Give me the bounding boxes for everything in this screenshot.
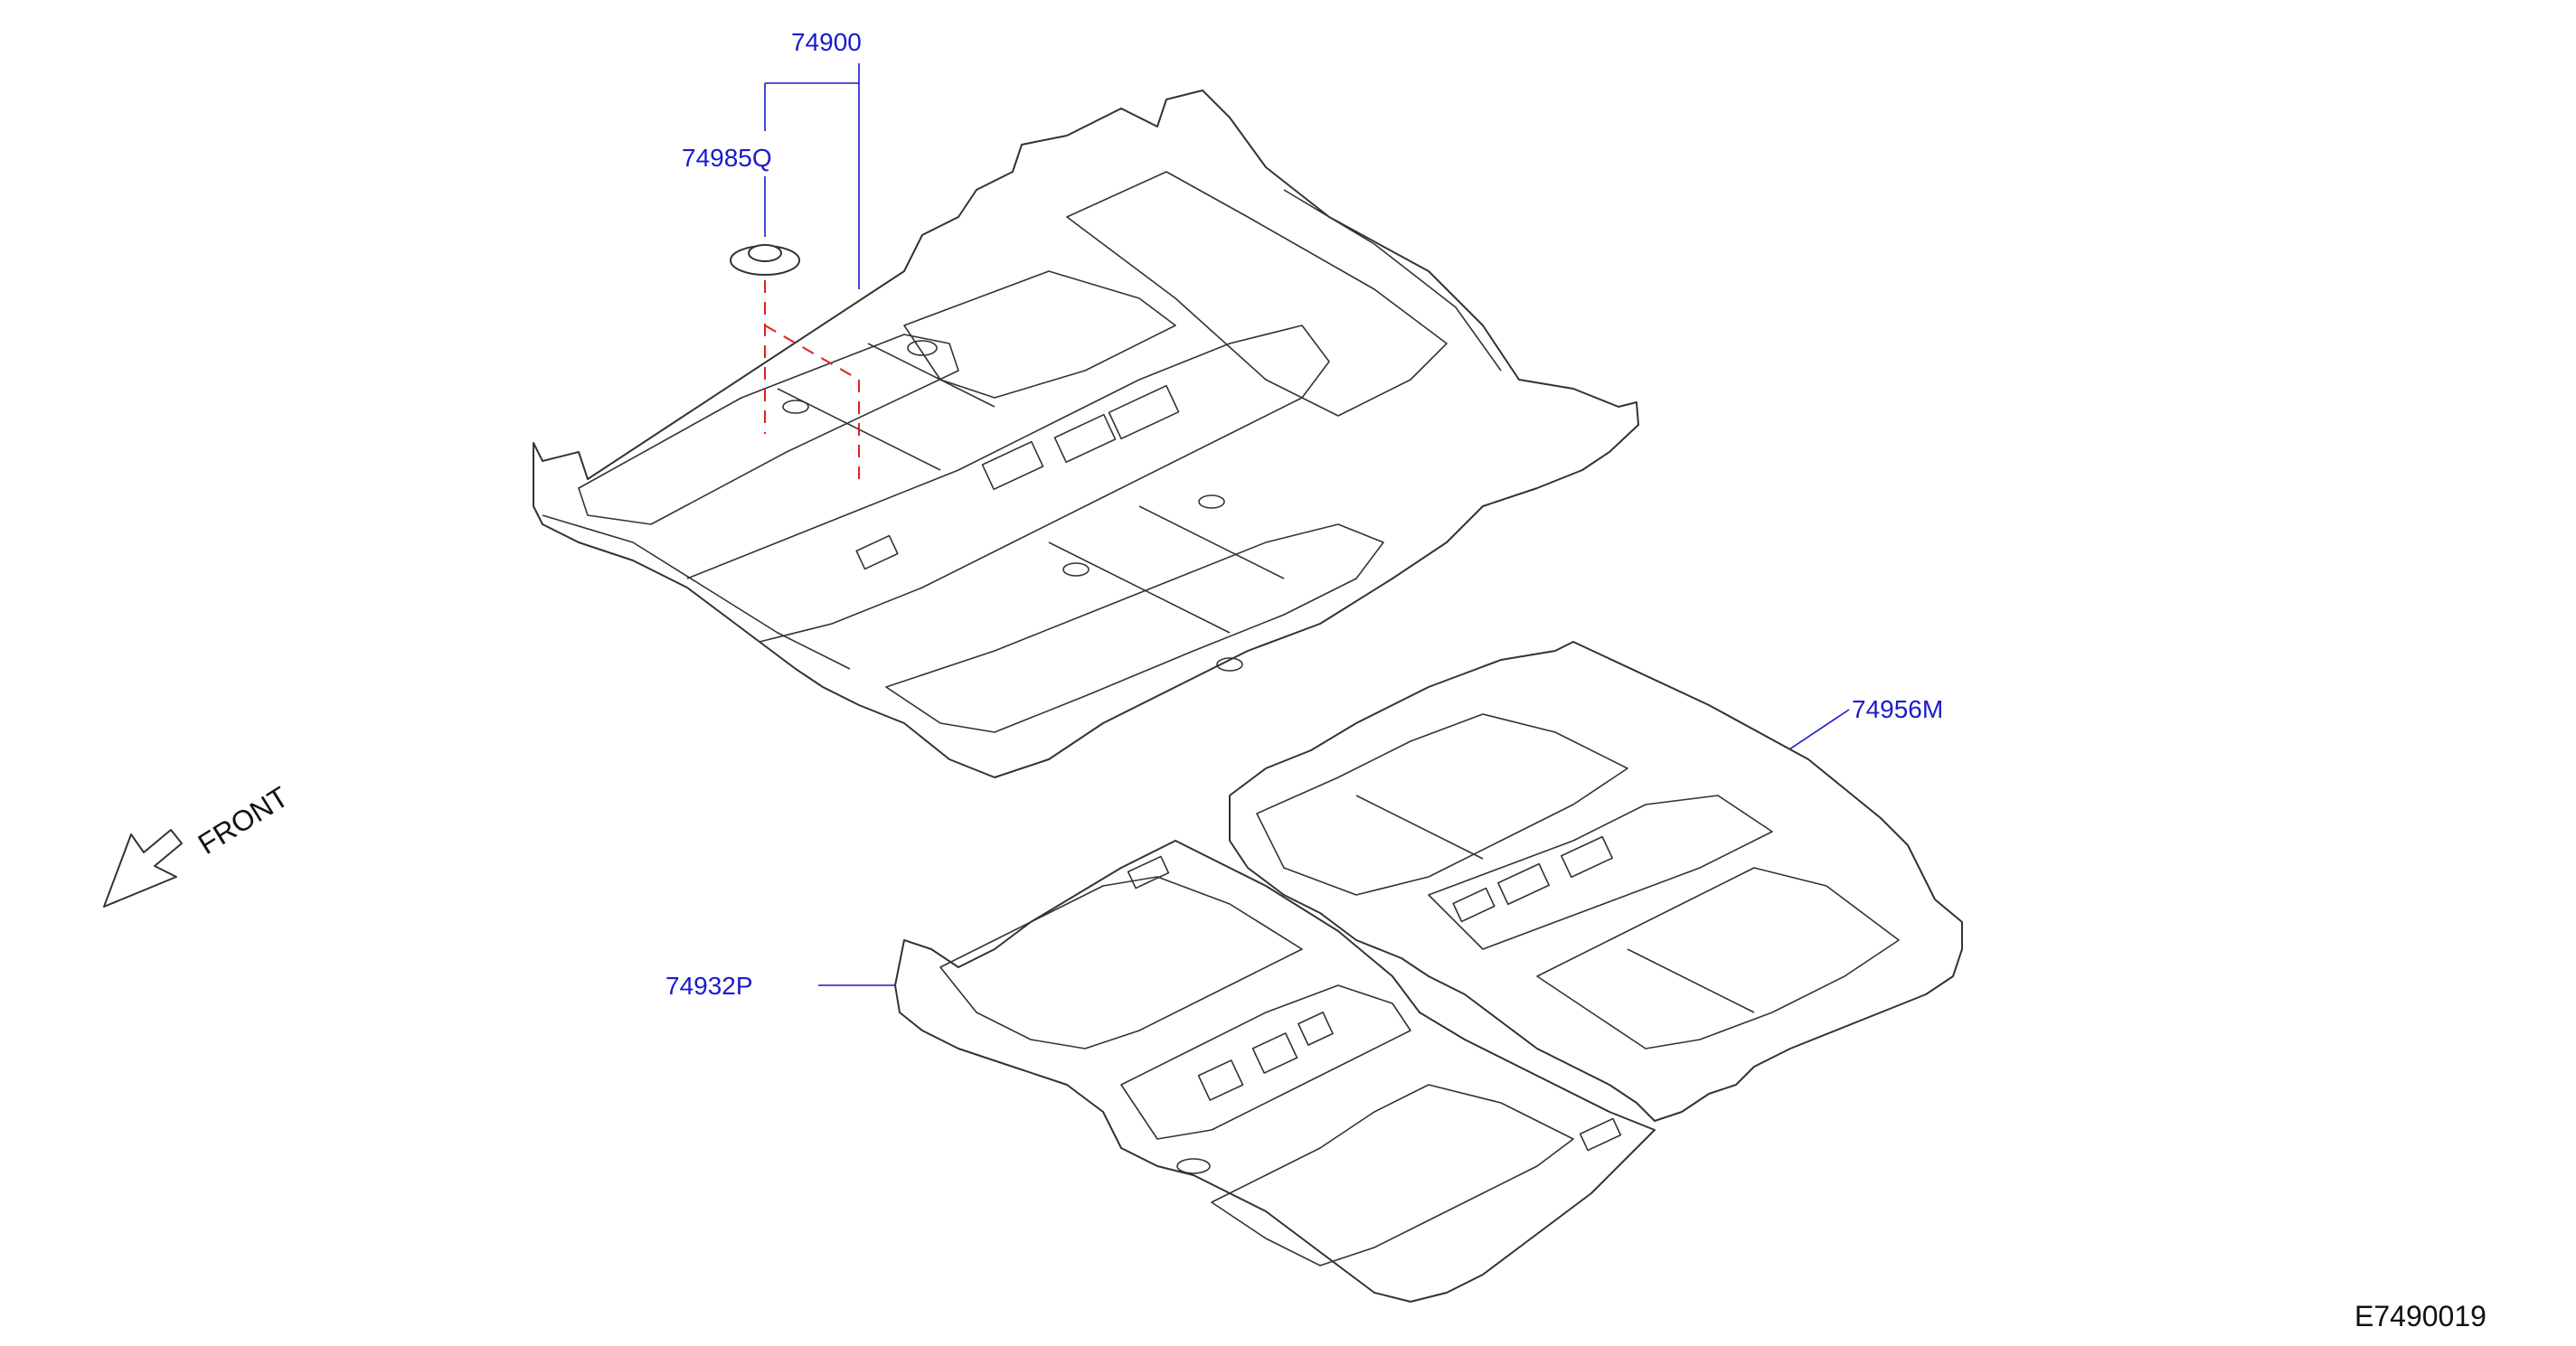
mat-rear-right-well <box>1536 867 1900 1050</box>
front-direction-label: FRONT <box>193 780 295 861</box>
carpet-main-seat-rail-2 <box>867 343 1285 579</box>
carpet-main-hole-4 <box>1062 562 1090 577</box>
dashed-line-diagonal <box>764 325 860 381</box>
carpet-main-left-sill <box>542 514 851 670</box>
carpet-main-rear-left-pan <box>903 270 1176 399</box>
front-arrow-shape <box>103 829 183 908</box>
carpet-main-right-sill <box>1283 189 1502 372</box>
mat-front-left-well <box>939 876 1303 1050</box>
mat-front-tunnel <box>1120 984 1411 1140</box>
carpet-main-slot-4 <box>855 534 899 570</box>
mat-front-slot-1 <box>1197 1059 1244 1101</box>
carpet-main-hole-2 <box>782 400 809 414</box>
part-label-74956m[interactable]: 74956M <box>1852 695 1943 723</box>
mat-rear-left-well <box>1256 713 1628 896</box>
mat-rear-slot-1 <box>1497 862 1550 906</box>
mat-rear-outline <box>1229 641 1963 1122</box>
mat-front-slot-3 <box>1297 1012 1334 1046</box>
floor-mat-front <box>894 840 1656 1303</box>
floor-carpet-main <box>533 89 1639 778</box>
carpet-main-hole-3 <box>1198 494 1225 509</box>
mat-front-hole-1 <box>1176 1158 1211 1174</box>
carpet-main-hole-5 <box>1216 657 1243 672</box>
mat-front-tab-1 <box>1127 855 1170 889</box>
carpet-main-front-right-pan <box>885 523 1384 733</box>
mat-rear-slot-2 <box>1561 835 1613 879</box>
carpet-main-hole-1 <box>907 340 938 356</box>
leader-74956m <box>1780 709 1850 756</box>
diagram-reference-code: E7490019 <box>2354 1300 2486 1332</box>
install-guide-lines <box>764 280 860 488</box>
carpet-main-tunnel <box>686 325 1330 643</box>
part-label-74985q[interactable]: 74985Q <box>682 144 772 172</box>
carpet-main-front-left-pan <box>578 334 959 525</box>
carpet-main-slot-2 <box>1053 413 1117 464</box>
mat-front-right-well <box>1211 1084 1574 1266</box>
arrow-down-left-icon <box>103 829 183 908</box>
leader-lines <box>764 63 1850 986</box>
mat-rear-seat-rail-1 <box>1355 795 1484 860</box>
floor-mat-rear <box>1229 641 1963 1122</box>
mat-rear-seat-rail-2 <box>1627 948 1755 1013</box>
carpet-main-outline <box>533 89 1639 778</box>
mat-front-tab-2 <box>1579 1117 1622 1152</box>
part-label-74900[interactable]: 74900 <box>791 28 862 56</box>
mat-rear-slot-3 <box>1452 887 1496 923</box>
grommet-clip-icon <box>730 244 800 276</box>
mat-front-slot-2 <box>1251 1032 1298 1074</box>
mat-front-outline <box>894 840 1656 1303</box>
clip-top <box>748 244 782 262</box>
carpet-main-slot-3 <box>1108 384 1180 440</box>
mat-rear-hump <box>1428 795 1773 950</box>
carpet-main-slot-1 <box>981 440 1044 491</box>
carpet-main-rear-right-pan <box>1066 171 1448 417</box>
part-label-74932p[interactable]: 74932P <box>665 972 753 1000</box>
